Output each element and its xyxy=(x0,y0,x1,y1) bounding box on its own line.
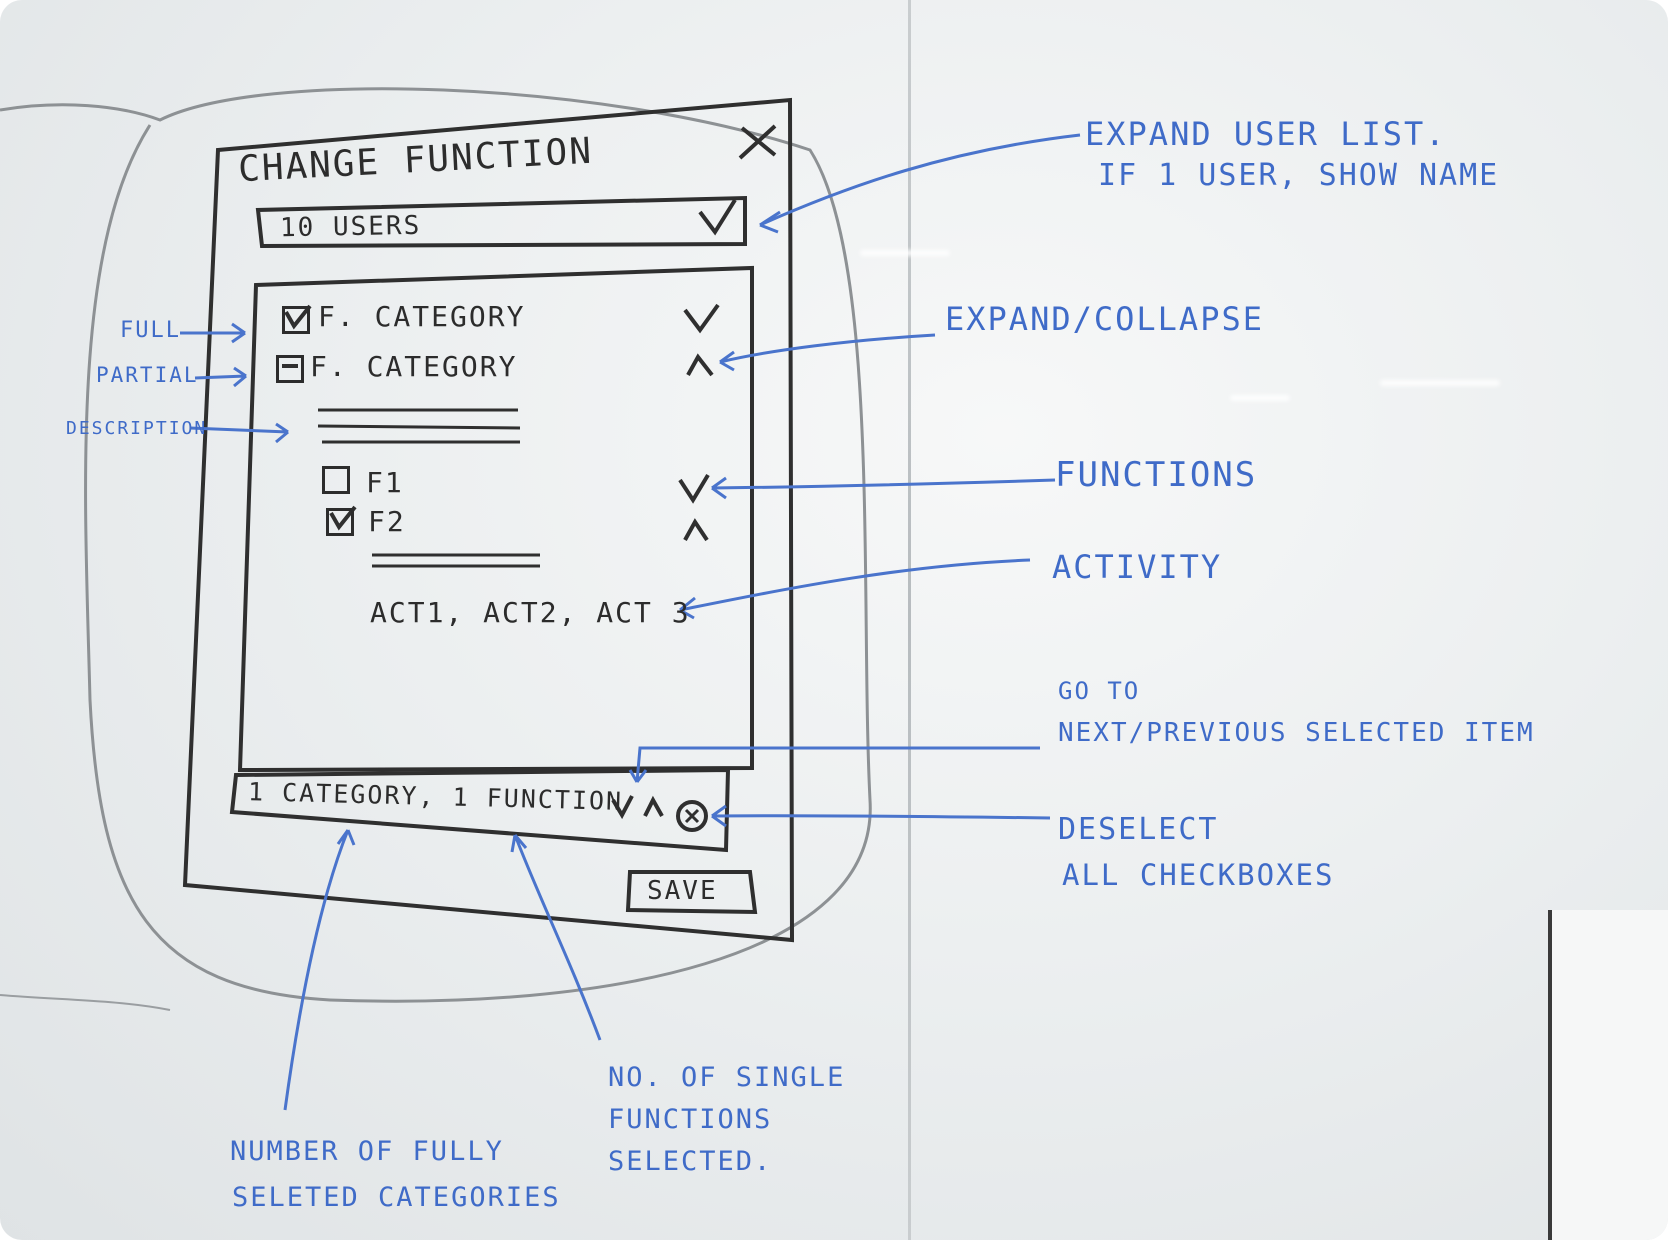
users-chevron-icon xyxy=(698,198,737,236)
light-glare xyxy=(1230,395,1290,401)
save-button-outline xyxy=(625,870,758,915)
users-dropdown-label[interactable]: 10 USERS xyxy=(279,210,422,244)
checkbox-full-check xyxy=(284,304,312,330)
activity-list: ACT1, ACT2, ACT 3 xyxy=(370,596,691,629)
note-single-functions-2: FUNCTIONS xyxy=(608,1104,773,1135)
arrow-activity xyxy=(679,558,1031,620)
outer-outline xyxy=(0,994,171,1011)
note-fully-selected-1: NUMBER OF FULLY xyxy=(230,1136,504,1167)
note-activity: ACTIVITY xyxy=(1052,548,1223,586)
next-selected-icon xyxy=(611,795,634,820)
arrow-partial xyxy=(194,366,247,388)
light-glare xyxy=(860,250,950,256)
note-expand-user-list: EXPAND USER LIST. xyxy=(1085,115,1447,153)
chevron-down-icon xyxy=(683,303,720,334)
note-description: DESCRIPTION xyxy=(66,418,208,439)
close-icon xyxy=(738,124,777,160)
arrow-categories-count xyxy=(283,829,356,1111)
dialog-frame xyxy=(182,97,795,943)
checkbox-f1[interactable] xyxy=(322,466,350,494)
deselect-all-icon xyxy=(676,800,708,832)
note-deselect: DESELECT xyxy=(1058,812,1219,847)
chevron-down-icon xyxy=(678,473,710,504)
checkbox-partial-category[interactable] xyxy=(276,355,304,383)
paper-sheet xyxy=(1548,910,1668,1240)
note-full: FULL xyxy=(120,318,181,343)
note-functions: FUNCTIONS xyxy=(1055,455,1258,495)
note-partial: PARTIAL xyxy=(96,363,199,387)
category-full-label: F. CATEGORY xyxy=(318,300,526,333)
note-go-to: GO TO xyxy=(1058,677,1141,705)
arrow-full xyxy=(180,322,246,344)
arrow-functions-count xyxy=(510,834,602,1041)
function-f1-label: F1 xyxy=(366,466,404,499)
function-description-lines xyxy=(372,553,540,568)
save-button[interactable]: SAVE xyxy=(647,876,718,906)
category-partial-label: F. CATEGORY xyxy=(310,350,518,383)
note-single-functions-3: SELECTED. xyxy=(608,1146,773,1177)
users-dropdown-outline xyxy=(255,195,747,249)
arrow-head xyxy=(759,210,781,234)
function-f2-label: F2 xyxy=(368,505,406,538)
board-seam xyxy=(908,0,911,1240)
note-next-previous: NEXT/PREVIOUS SELECTED ITEM xyxy=(1058,718,1535,748)
outer-outline xyxy=(0,87,872,1003)
arrow-expand-user-list xyxy=(759,133,1081,227)
note-one-user: IF 1 USER, SHOW NAME xyxy=(1098,158,1500,193)
note-single-functions-1: NO. OF SINGLE xyxy=(608,1062,846,1093)
arrow-expand-collapse xyxy=(719,333,936,372)
chevron-up-icon xyxy=(686,353,714,377)
chevron-up-icon xyxy=(683,518,709,542)
note-fully-selected-2: SELETED CATEGORIES xyxy=(232,1182,561,1213)
arrow-functions xyxy=(711,476,1056,500)
note-all-checkboxes: ALL CHECKBOXES xyxy=(1062,858,1335,892)
arrow-deselect xyxy=(711,804,1051,828)
light-glare xyxy=(1380,380,1500,386)
category-description-lines xyxy=(317,408,521,444)
note-expand-collapse: EXPAND/COLLAPSE xyxy=(945,300,1264,338)
checkbox-f2[interactable] xyxy=(326,508,354,536)
list-box-outline xyxy=(237,265,754,773)
deselect-all-icon xyxy=(684,808,700,824)
arrow-description xyxy=(189,422,289,444)
footer-bar-outline xyxy=(229,767,731,853)
checkbox-f2-check xyxy=(329,505,357,531)
previous-selected-icon xyxy=(643,795,664,817)
checkbox-full-category[interactable] xyxy=(282,306,310,334)
arrow-next-previous xyxy=(628,746,1040,783)
